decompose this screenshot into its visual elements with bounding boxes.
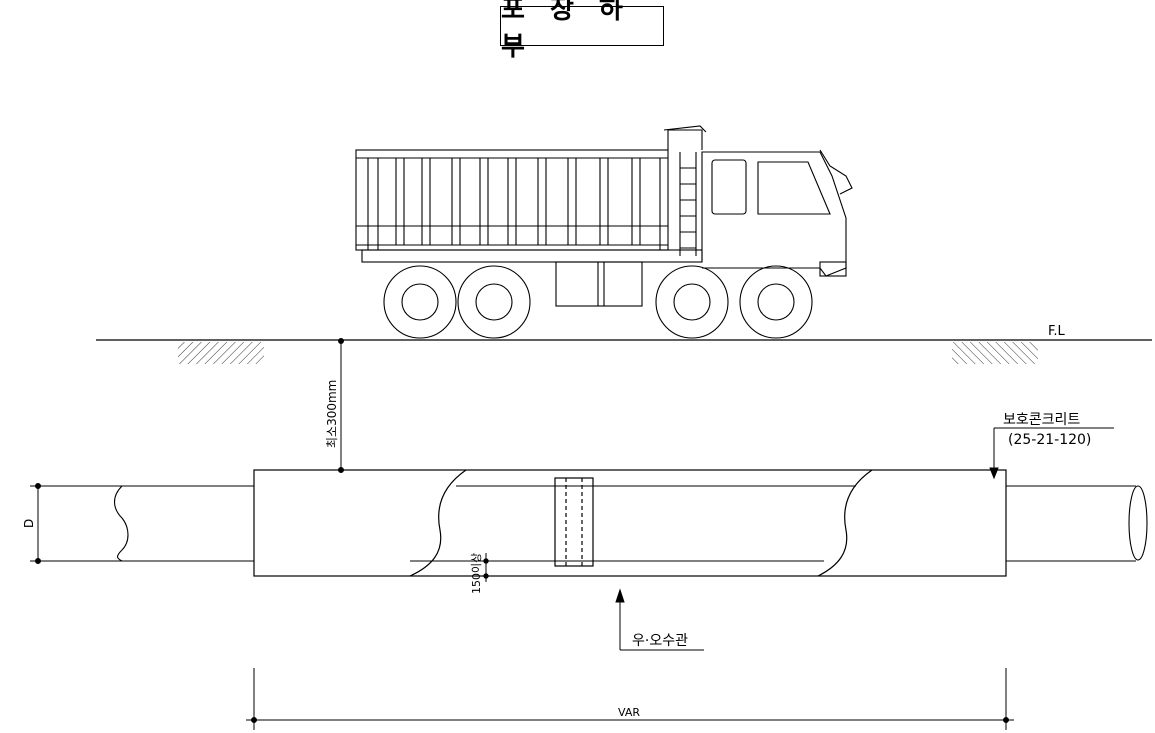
pipe-label: 우·오수관 [632, 633, 688, 649]
sewer-pipe [96, 485, 1148, 562]
finished-ground-level: F.L [96, 324, 1152, 364]
min-cover-dimension: 최소300mm [325, 338, 398, 473]
protect-concrete-callout: 보호콘크리트 (25-21-120) [989, 412, 1114, 480]
fl-label: F.L [1048, 324, 1066, 339]
protection-concrete [253, 469, 1007, 577]
soil-hatch-right [952, 342, 1038, 364]
min-cover-label: 최소300mm [325, 380, 339, 448]
pipe-callout: 우·오수관 [615, 588, 704, 651]
dump-truck-illustration [355, 125, 853, 339]
pipe-end-right [1128, 485, 1148, 561]
diameter-dimension: D [22, 483, 96, 564]
soil-hatch-left [178, 342, 264, 364]
diameter-label: D [22, 519, 36, 528]
truck-dump-body [355, 149, 669, 251]
var-label: VAR [618, 706, 640, 719]
protect-concrete-spec: (25-21-120) [1008, 432, 1091, 448]
clearance-dimension: 150이상 [470, 553, 492, 594]
protect-concrete-label: 보호콘크리트 [1003, 412, 1080, 428]
truck-wheels [383, 265, 813, 339]
clearance-label: 150이상 [470, 553, 483, 594]
pipe-joint-collar [554, 477, 594, 567]
pipe-break-left [113, 485, 129, 562]
var-dimension: VAR [246, 668, 1014, 730]
